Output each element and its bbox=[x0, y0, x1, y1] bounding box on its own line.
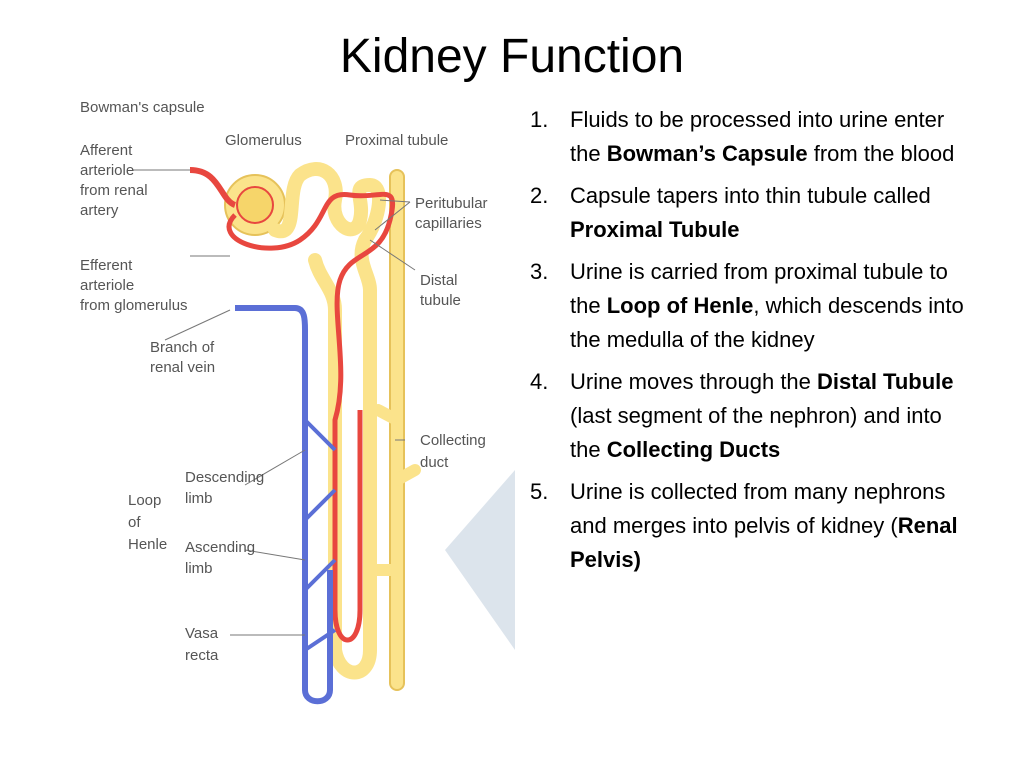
step-2-text-a: Capsule tapers into thin tubule called bbox=[570, 183, 931, 208]
label-loop-1: Loop bbox=[128, 492, 161, 509]
label-loop-2: of bbox=[128, 514, 141, 531]
step-3: 3. Urine is carried from proximal tubule… bbox=[530, 255, 970, 357]
step-5-bold-renal-pelvis: Renal Pelvis) bbox=[570, 513, 958, 572]
step-1-text-a: Fluids to be processed into urine enter … bbox=[570, 107, 945, 166]
label-afferent-4: artery bbox=[80, 202, 119, 219]
label-distal-2: tubule bbox=[420, 292, 461, 309]
label-branch-1: Branch of bbox=[150, 339, 215, 356]
label-loop-3: Henle bbox=[128, 536, 167, 553]
slide-title: Kidney Function bbox=[339, 30, 685, 83]
renal-vein-path bbox=[235, 305, 333, 705]
label-afferent-3: from renal bbox=[80, 182, 148, 199]
step-4-text-a: Urine moves through the bbox=[570, 369, 818, 394]
label-descending-2: limb bbox=[185, 490, 213, 507]
label-afferent-1: Afferent bbox=[80, 142, 133, 159]
step-3-bold-loop-of-henle: Loop of Henle bbox=[606, 293, 754, 318]
kidney-function-steps: 1. Fluids to be processed into urine ent… bbox=[530, 103, 970, 585]
nephron-illustration: Bowman's capsule Glomerulus Proximal tub… bbox=[80, 99, 488, 705]
collecting-duct-shape bbox=[364, 169, 421, 691]
label-branch-2: renal vein bbox=[150, 359, 215, 376]
label-glomerulus: Glomerulus bbox=[225, 132, 302, 149]
step-2-bold-proximal-tubule: Proximal Tubule bbox=[570, 217, 740, 242]
label-bowmans-capsule: Bowman's capsule bbox=[80, 99, 205, 116]
step-5-number: 5. bbox=[530, 479, 549, 504]
step-3-number: 3. bbox=[530, 259, 549, 284]
label-afferent-2: arteriole bbox=[80, 162, 134, 179]
step-4: 4. Urine moves through the Distal Tubule… bbox=[530, 365, 970, 467]
tubule-path bbox=[268, 162, 387, 680]
step-1-text-b: from the blood bbox=[807, 141, 955, 166]
label-distal-1: Distal bbox=[420, 272, 458, 289]
step-1: 1. Fluids to be processed into urine ent… bbox=[530, 103, 970, 171]
step-1-number: 1. bbox=[530, 107, 549, 132]
label-ascending-1: Ascending bbox=[185, 539, 255, 556]
label-peritubular-1: Peritubular bbox=[415, 195, 488, 212]
step-5-text-a: Urine is collected from many nephrons an… bbox=[570, 479, 946, 538]
background-triangle-shape bbox=[445, 470, 515, 650]
step-3-text-b: , which descends into the medulla of the… bbox=[570, 293, 964, 352]
label-descending-1: Descending bbox=[185, 469, 264, 486]
label-vasa-1: Vasa bbox=[185, 625, 219, 642]
label-collecting-2: duct bbox=[420, 454, 449, 471]
peritubular-capillaries-path bbox=[226, 191, 396, 643]
label-proximal-tubule: Proximal tubule bbox=[345, 132, 448, 149]
bowmans-capsule-shape bbox=[224, 174, 286, 236]
step-4-text-b: (last segment of the nephron) and into t… bbox=[570, 403, 942, 462]
nephron-diagram: Bowman's capsule Glomerulus Proximal tub… bbox=[70, 90, 520, 720]
label-efferent-2: arteriole bbox=[80, 277, 134, 294]
leader-lines bbox=[132, 169, 416, 636]
step-5: 5. Urine is collected from many nephrons… bbox=[530, 475, 970, 577]
label-collecting-1: Collecting bbox=[420, 432, 486, 449]
afferent-arteriole-path bbox=[189, 167, 237, 208]
label-efferent-1: Efferent bbox=[80, 257, 133, 274]
label-vasa-2: recta bbox=[185, 647, 219, 664]
step-4-bold-distal-tubule: Distal Tubule bbox=[817, 369, 954, 394]
step-1-bold-bowmans-capsule: Bowman’s Capsule bbox=[606, 141, 808, 166]
step-4-number: 4. bbox=[530, 369, 549, 394]
step-2-number: 2. bbox=[530, 183, 549, 208]
step-4-bold-collecting-ducts: Collecting Ducts bbox=[606, 437, 781, 462]
step-3-text-a: Urine is carried from proximal tubule to… bbox=[570, 259, 948, 318]
label-ascending-2: limb bbox=[185, 560, 213, 577]
vasa-recta-path bbox=[303, 418, 337, 652]
step-2: 2. Capsule tapers into thin tubule calle… bbox=[530, 179, 970, 247]
label-peritubular-2: capillaries bbox=[415, 215, 482, 232]
label-efferent-3: from glomerulus bbox=[80, 297, 188, 314]
